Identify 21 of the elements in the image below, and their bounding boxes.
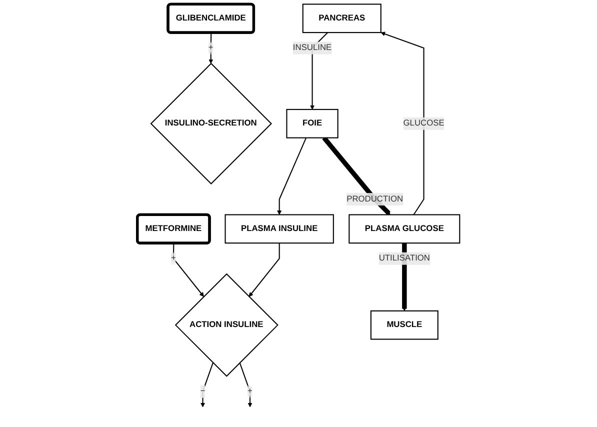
edge-label: +	[208, 43, 214, 52]
edge-label: UTILISATION	[378, 254, 430, 263]
arrow	[322, 136, 390, 215]
arrow	[172, 243, 204, 297]
node-diamond: INSULINO-SECRETION	[150, 62, 272, 184]
arrow	[380, 32, 424, 216]
edge-label: −	[200, 386, 206, 396]
arrow	[200, 362, 214, 408]
edge-label: PRODUCTION	[346, 194, 404, 204]
node-box: PLASMA INSULINE	[224, 214, 334, 244]
edge-label: INSULINE	[292, 43, 332, 52]
arrow	[277, 138, 307, 215]
node-box: MUSCLE	[370, 310, 438, 340]
node-box: FOIE	[286, 108, 338, 138]
node-box: PLASMA GLUCOSE	[348, 214, 460, 244]
arrow	[248, 243, 280, 297]
node-box: PANCREAS	[302, 4, 382, 34]
node-diamond: ACTION INSULINE	[174, 273, 278, 377]
edge-label: +	[248, 386, 252, 396]
edge-label: GLUCOSE	[403, 118, 444, 128]
edge-label: +	[170, 254, 176, 263]
